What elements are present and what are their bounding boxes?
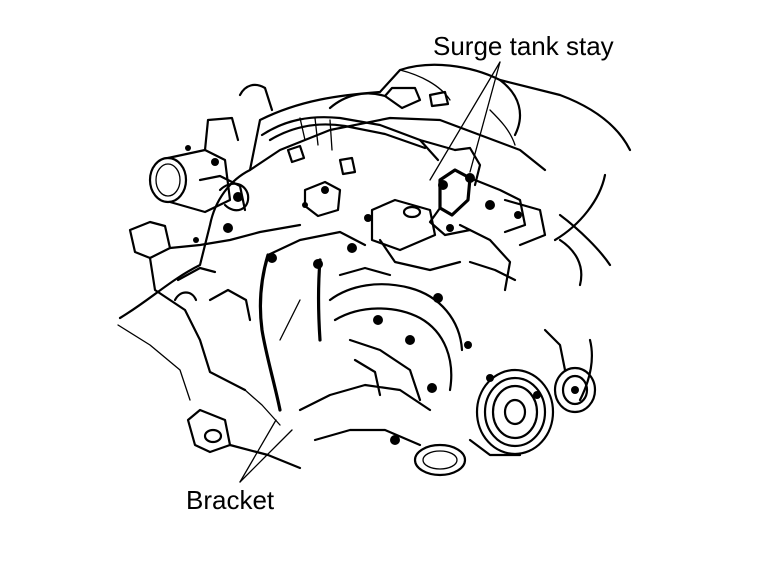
bracket-leaders (239, 419, 293, 483)
leader-line (469, 61, 501, 173)
alternator-bracket-area (258, 230, 464, 447)
manifold-outline (118, 63, 632, 320)
leader-line (239, 419, 277, 483)
leader-line (429, 61, 501, 181)
surge-tank-stay-part (364, 168, 547, 292)
surge-tank-leaders (429, 61, 501, 181)
harness-lines (260, 116, 482, 218)
pulleys (413, 328, 597, 477)
lower-left-housing (117, 220, 302, 470)
throttle-body (148, 116, 250, 214)
leader-line (239, 429, 293, 483)
bracket-label: Bracket (186, 485, 275, 515)
surge-tank-stay-label: Surge tank stay (433, 31, 614, 61)
